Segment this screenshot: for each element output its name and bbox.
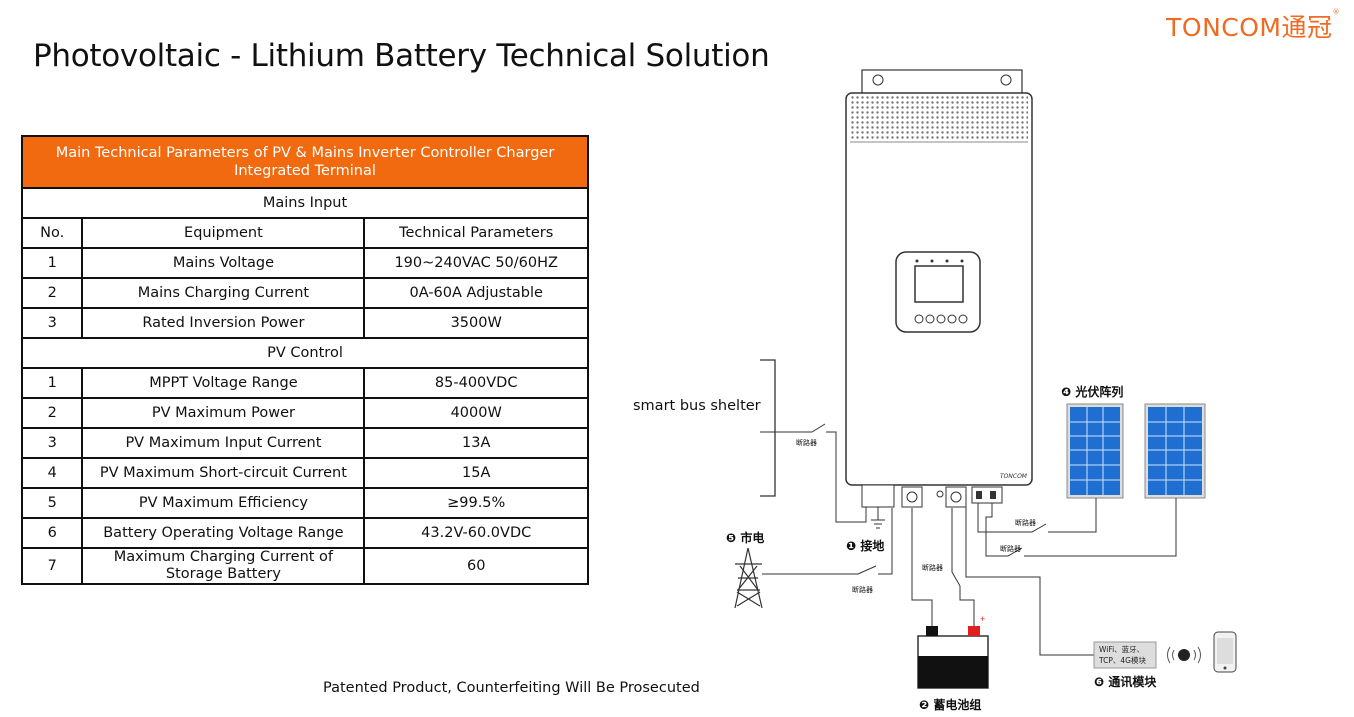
cell-parameter: 3500W (363, 307, 589, 339)
table-row: 4 PV Maximum Short-circuit Current 15A (20, 457, 589, 489)
mount-hole-icon (872, 74, 884, 86)
shelter-bracket (760, 359, 776, 497)
column-header-row: No. Equipment Technical Parameters (20, 217, 589, 249)
mains-label: ❺ 市电 (726, 531, 765, 545)
cell-no: 3 (20, 307, 84, 339)
vent-grille (850, 96, 1028, 140)
button-icon (947, 314, 957, 324)
battery-label: ❷ 蓄电池组 (919, 698, 982, 712)
cell-equipment: Mains Voltage (81, 247, 366, 279)
comm-module-label: ❻ 通讯模块 (1094, 675, 1157, 689)
cell-no: 3 (20, 427, 84, 459)
cell-equipment: MPPT Voltage Range (81, 367, 366, 399)
table-row: 5 PV Maximum Efficiency ≥99.5% (20, 487, 589, 519)
cell-parameter: 0A-60A Adjustable (363, 277, 589, 309)
signal-icon (1167, 646, 1201, 664)
terminal-battery (945, 486, 967, 508)
table-row: 1 Mains Voltage 190~240VAC 50/60HZ (20, 247, 589, 279)
cell-parameter: 4000W (363, 397, 589, 429)
button-icon (958, 314, 968, 324)
cell-parameter: 85-400VDC (363, 367, 589, 399)
cell-parameter: 60 (363, 547, 589, 585)
button-icon (936, 314, 946, 324)
column-header: No. (20, 217, 84, 249)
table-header: Main Technical Parameters of PV & Mains … (21, 135, 589, 189)
cell-equipment: PV Maximum Input Current (81, 427, 366, 459)
wifi-module-icon (1093, 641, 1157, 669)
bus-shelter-label: smart bus shelter (633, 398, 761, 414)
breaker-label: 断路器 (1000, 545, 1021, 553)
mount-bracket (861, 69, 1023, 96)
breaker-label: 断路器 (852, 586, 873, 594)
table-row: 3 PV Maximum Input Current 13A (20, 427, 589, 459)
cell-parameter: 13A (363, 427, 589, 459)
cell-no: 2 (20, 397, 84, 429)
cell-equipment: PV Maximum Efficiency (81, 487, 366, 519)
section-title: Mains Input (21, 187, 589, 219)
column-header: Technical Parameters (363, 217, 589, 249)
column-header: Equipment (81, 217, 366, 249)
cell-equipment: Mains Charging Current (81, 277, 366, 309)
cell-equipment: Rated Inversion Power (81, 307, 366, 339)
pv-panel-icon (1066, 403, 1124, 499)
cell-no: 1 (20, 247, 84, 279)
cell-parameter: 15A (363, 457, 589, 489)
mains-tower-icon (734, 547, 763, 609)
parameters-table: Main Technical Parameters of PV & Mains … (20, 135, 589, 585)
breaker-label: 断路器 (922, 564, 943, 572)
wiring-diagram: TONCOM + (734, 69, 1237, 689)
table-row: 3 Rated Inversion Power 3500W (20, 307, 589, 339)
cell-no: 4 (20, 457, 84, 489)
table-row: 1 MPPT Voltage Range 85-400VDC (20, 367, 589, 399)
cell-no: 6 (20, 517, 84, 549)
terminal-ground (861, 484, 895, 508)
page-title: Photovoltaic - Lithium Battery Technical… (33, 38, 770, 74)
pv-panel-icon (1144, 403, 1206, 499)
breaker-label: 断路器 (1015, 519, 1036, 527)
cell-no: 7 (20, 547, 84, 585)
table-row: 6 Battery Operating Voltage Range 43.2V-… (20, 517, 589, 549)
cell-no: 2 (20, 277, 84, 309)
svg-text:WiFi、蓝牙、: WiFi、蓝牙、 (1099, 644, 1144, 654)
phone-icon (1213, 631, 1237, 673)
terminal-ac (901, 486, 923, 508)
brand-logo: TONCOM通冠® (1166, 8, 1340, 42)
svg-text:+: + (980, 614, 985, 624)
cell-equipment: PV Maximum Short-circuit Current (81, 457, 366, 489)
cell-no: 1 (20, 367, 84, 399)
cell-parameter: 43.2V-60.0VDC (363, 517, 589, 549)
cell-equipment: PV Maximum Power (81, 397, 366, 429)
table-row: 2 PV Maximum Power 4000W (20, 397, 589, 429)
footer-note: Patented Product, Counterfeiting Will Be… (323, 680, 700, 696)
cell-parameter: ≥99.5% (363, 487, 589, 519)
button-icon (925, 314, 935, 324)
cell-equipment: Battery Operating Voltage Range (81, 517, 366, 549)
inverter-brand-mark: TONCOM (1000, 473, 1028, 480)
mount-hole-icon (1000, 74, 1012, 86)
pv-array-label: ❹ 光伏阵列 (1061, 385, 1124, 399)
button-icon (914, 314, 924, 324)
section-title: PV Control (21, 337, 589, 369)
cell-no: 5 (20, 487, 84, 519)
svg-text:TCP、4G模块: TCP、4G模块 (1098, 655, 1146, 665)
table-row: 2 Mains Charging Current 0A-60A Adjustab… (20, 277, 589, 309)
cell-parameter: 190~240VAC 50/60HZ (363, 247, 589, 279)
ground-label: ❶ 接地 (846, 539, 885, 553)
cell-equipment: Maximum Charging Current of Storage Batt… (81, 547, 366, 585)
table-row: 7 Maximum Charging Current of Storage Ba… (20, 547, 589, 585)
breaker-label: 断路器 (796, 439, 817, 447)
display-screen (914, 265, 964, 303)
